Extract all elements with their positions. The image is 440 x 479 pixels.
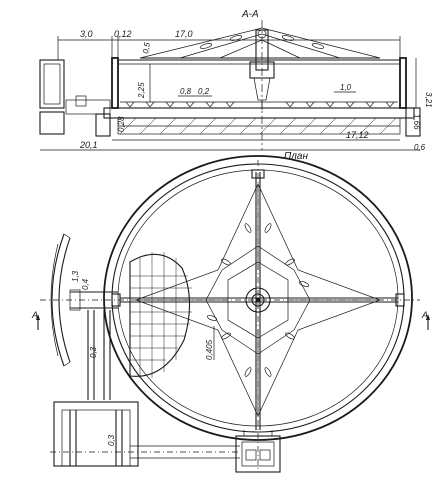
plan-view: План	[31, 151, 430, 473]
plan-title: План	[284, 151, 308, 162]
central-hub	[245, 287, 271, 313]
distributor-pipes-cutaway	[129, 252, 192, 378]
dim-1-66: 1,66	[412, 114, 421, 130]
dim-0-3-b: 0,3	[107, 434, 116, 446]
feed-pipes	[69, 289, 118, 400]
inlet-chamber-inner	[43, 63, 61, 105]
inlet-valve	[75, 95, 87, 107]
inlet-channel	[65, 99, 111, 115]
section-mark-left: А	[31, 310, 40, 330]
dim-3-21: 3,21	[424, 92, 433, 108]
tank-outer-wall	[103, 155, 413, 441]
sludge-outlet-chamber	[50, 401, 240, 467]
svg-text:А: А	[31, 310, 38, 320]
dim-0-3-a: 0,3	[89, 346, 98, 358]
dim-0-5: 0,5	[141, 41, 152, 54]
rotating-arm	[139, 27, 381, 59]
dim-1-3: 1,3	[71, 270, 80, 282]
hub-center	[256, 298, 260, 302]
dim-20-1: 20,1	[79, 140, 98, 150]
dim-0-28: 0,28	[117, 116, 126, 132]
top-bearing	[251, 169, 265, 179]
dim-0-2: 0,2	[198, 87, 210, 96]
dim-0-4: 0,4	[81, 278, 90, 290]
section-view: А-А 3,0 0,12 17,0	[39, 9, 433, 152]
tank-bottom	[103, 107, 415, 119]
right-foundation	[405, 107, 421, 137]
tank-wall-left	[111, 57, 119, 109]
dim-0-6: 0,6	[414, 143, 426, 152]
left-foundation	[95, 113, 111, 137]
dim-0-405: 0,405	[205, 339, 214, 360]
right-bearing	[395, 293, 405, 307]
dim-2-25: 2,25	[137, 82, 146, 99]
central-column	[249, 29, 275, 110]
dim-17-12: 17,12	[346, 130, 369, 140]
tank-wall-right	[399, 57, 407, 109]
dim-3-0: 3,0	[80, 29, 93, 39]
bottom-hatching	[119, 117, 397, 135]
cable-star	[134, 183, 382, 417]
dim-0-8: 0,8	[180, 87, 192, 96]
central-hub-inner	[251, 293, 265, 307]
nozzle-row	[120, 101, 398, 108]
inlet-foundation	[39, 111, 65, 135]
inlet-distribution-channel	[50, 233, 71, 367]
left-bearing	[111, 293, 121, 307]
dim-0-12: 0,12	[114, 29, 132, 39]
dim-17-0: 17,0	[175, 29, 193, 39]
dim-1-0: 1,0	[340, 83, 352, 92]
inlet-chamber	[39, 59, 65, 109]
section-mark-right: А	[421, 310, 430, 330]
section-title: А-А	[241, 9, 259, 20]
bottom-pit	[235, 430, 281, 473]
svg-text:А: А	[421, 310, 428, 320]
